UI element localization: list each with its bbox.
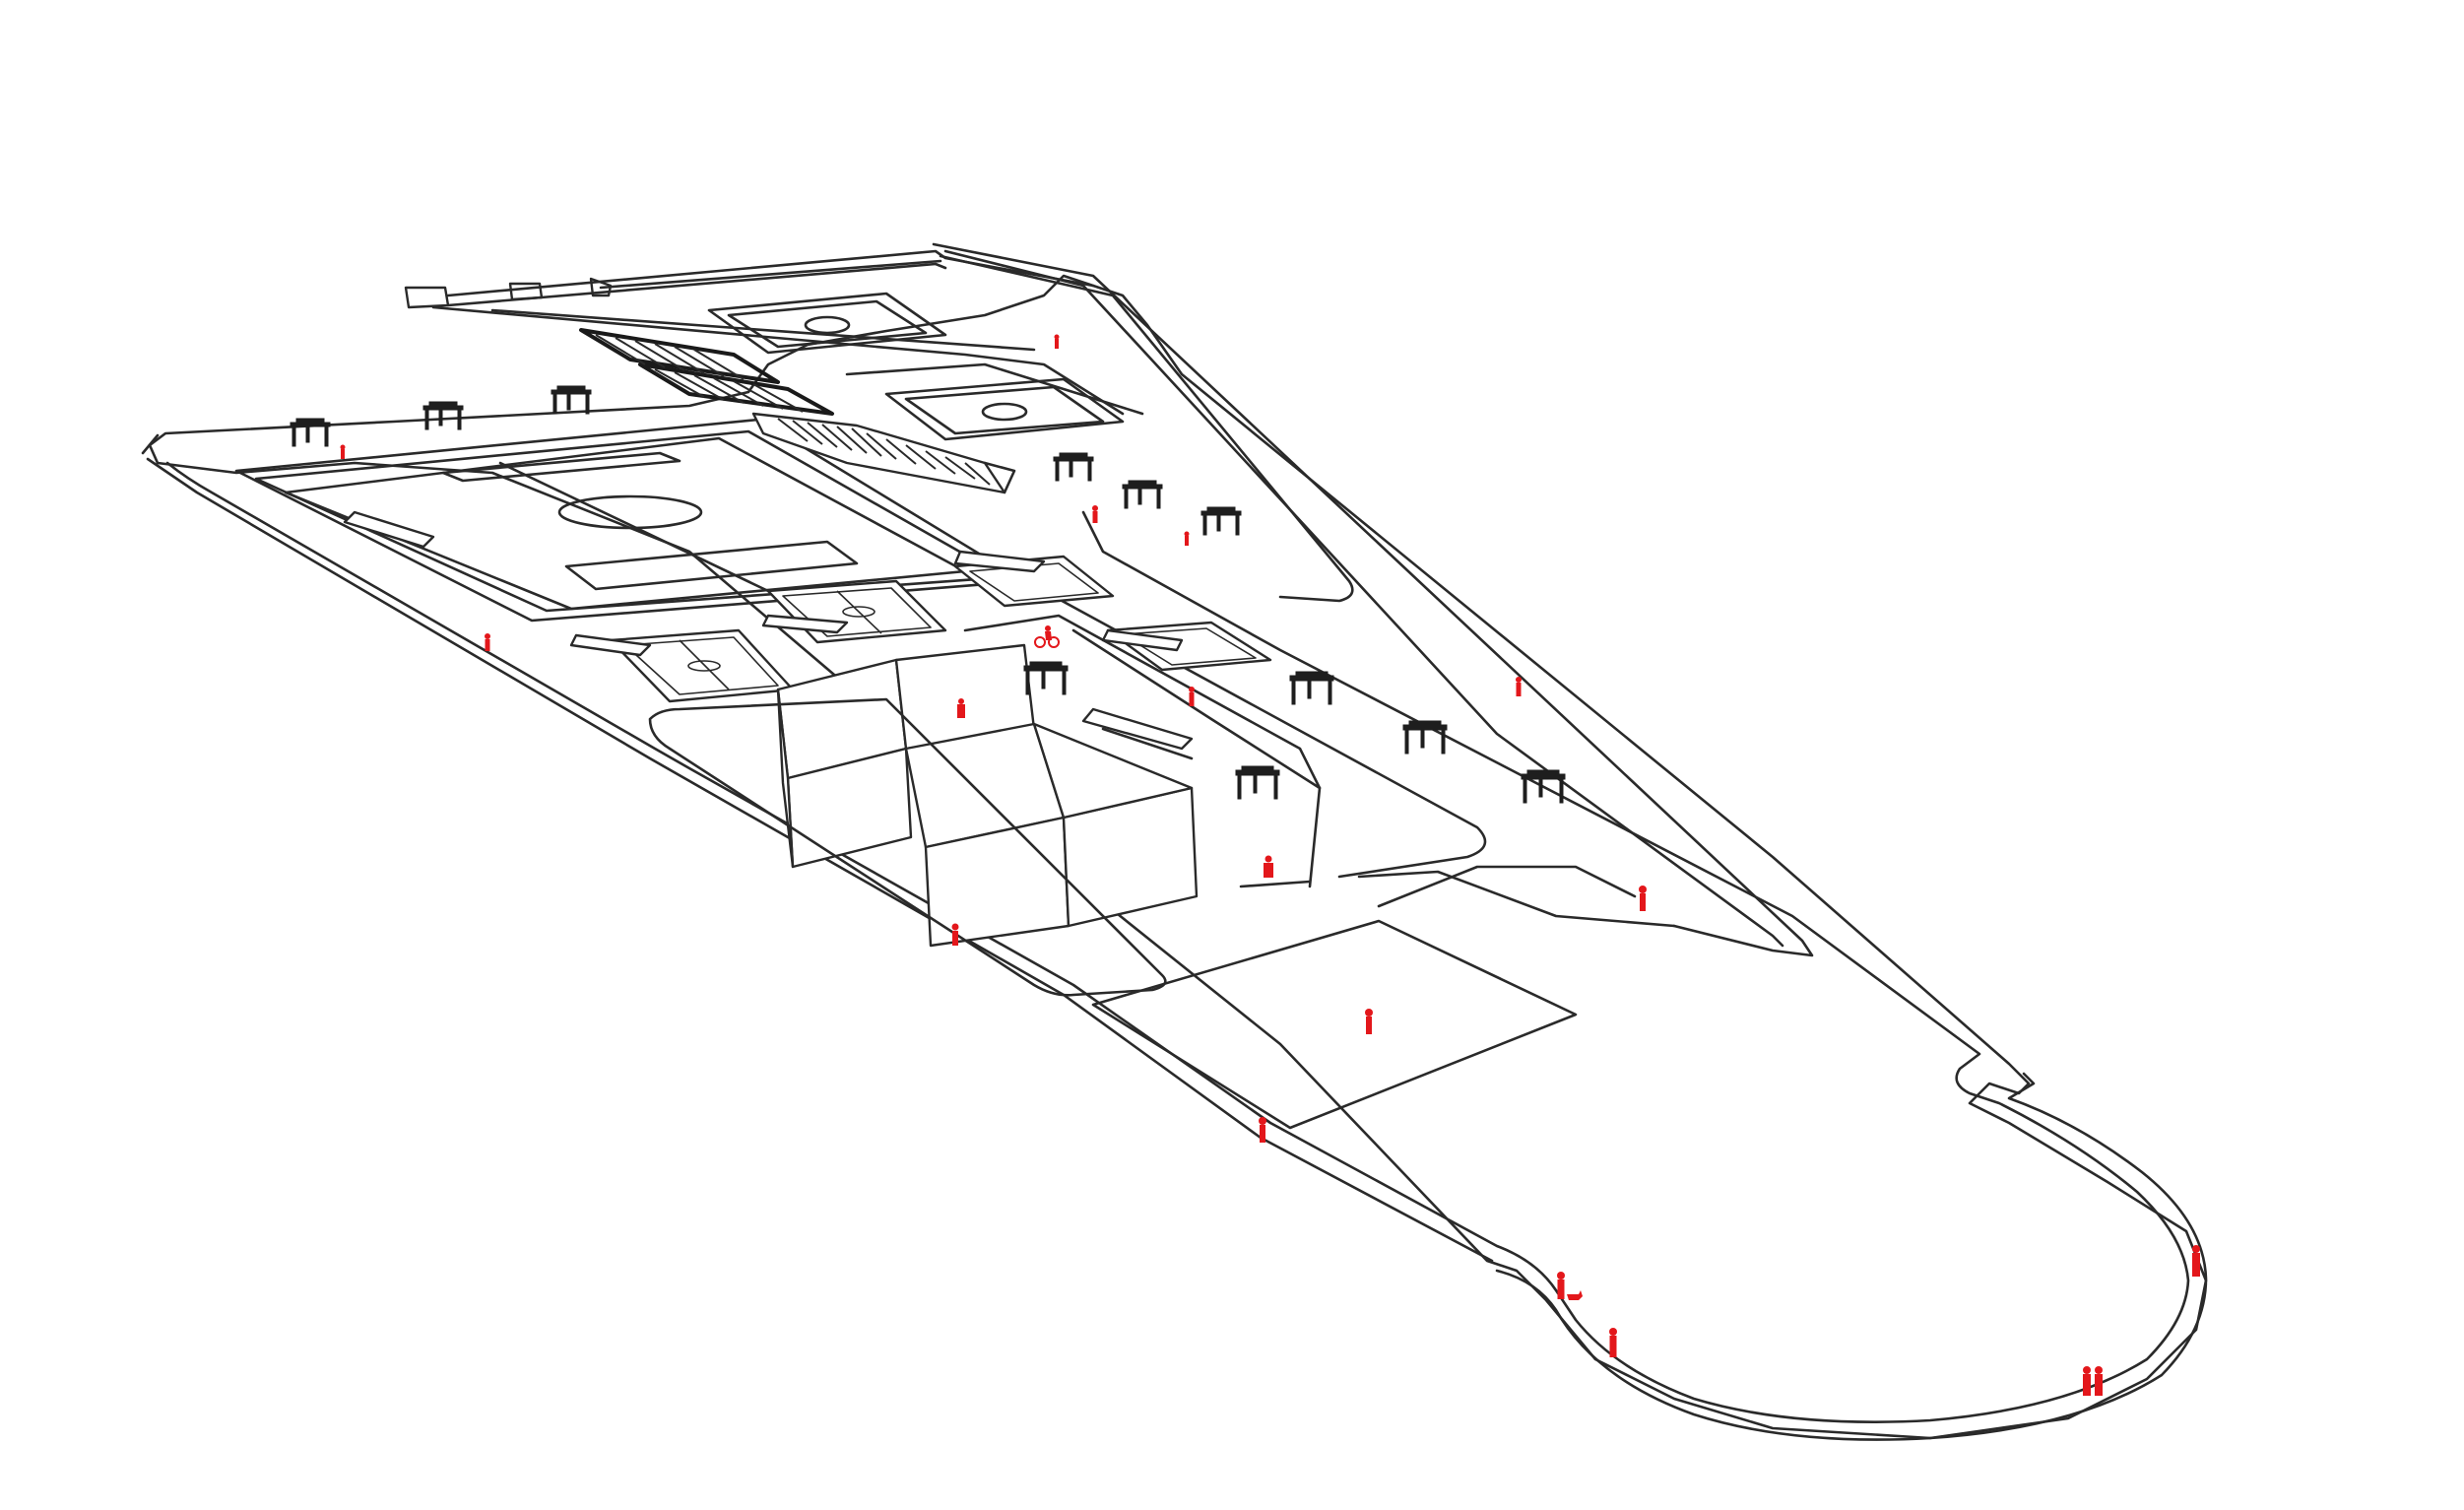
person-figure xyxy=(1516,677,1522,696)
person-figure xyxy=(1184,531,1190,546)
basketball-court-3 xyxy=(953,550,1115,608)
cyclist-figure xyxy=(1034,625,1060,648)
pavilion xyxy=(551,385,592,415)
small-field-middle xyxy=(884,377,1125,441)
person-figure xyxy=(1609,1328,1617,1357)
person-figure xyxy=(1189,687,1195,706)
person-figure xyxy=(1054,334,1060,349)
person-figure xyxy=(2192,1245,2200,1277)
pavilion xyxy=(1521,769,1566,804)
small-field-north xyxy=(707,292,947,355)
person-figure xyxy=(485,633,490,651)
person-figure xyxy=(1639,886,1647,911)
person-figure xyxy=(1264,855,1273,878)
grandstand-north xyxy=(751,412,1016,494)
north-strip xyxy=(404,249,1144,441)
pavilion xyxy=(1402,720,1448,755)
site-boundary xyxy=(141,274,2208,1441)
pavilion xyxy=(1200,506,1242,536)
person-figure xyxy=(951,923,959,946)
central-lane xyxy=(963,584,1637,908)
south-lawn xyxy=(648,697,1676,1130)
group-figure xyxy=(2083,1366,2103,1396)
parking-lot xyxy=(579,328,834,416)
person-figure xyxy=(1365,1009,1373,1034)
court-bench-row xyxy=(1081,707,1194,760)
person-figure xyxy=(957,698,965,718)
basketball-court-1 xyxy=(569,628,795,703)
pavilion xyxy=(1023,661,1069,695)
pavilion xyxy=(1235,765,1280,800)
pavilion xyxy=(1289,671,1334,705)
pavilion xyxy=(1122,480,1163,509)
central-building-east xyxy=(904,722,1199,948)
pavilion xyxy=(422,401,464,430)
person-figure xyxy=(1092,505,1098,523)
pavilion xyxy=(1053,452,1094,482)
basketball-court-2 xyxy=(761,579,947,644)
people xyxy=(340,334,2200,1396)
person-with-dog xyxy=(1557,1272,1583,1300)
person-figure xyxy=(340,444,346,459)
person-figure xyxy=(1259,1117,1266,1143)
pavilions xyxy=(290,385,1566,804)
tennis-court-1 xyxy=(1101,621,1272,672)
pavilion xyxy=(290,418,331,447)
